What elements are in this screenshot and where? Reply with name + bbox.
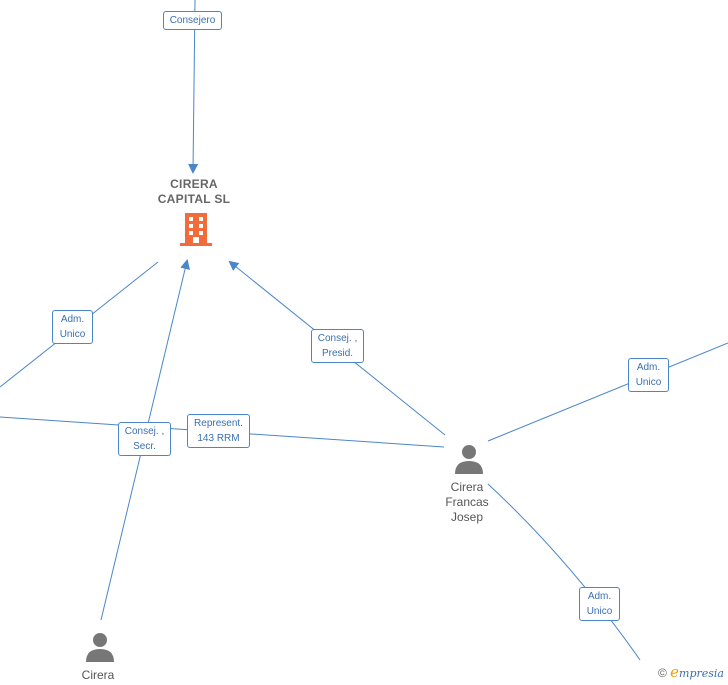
edge-label-represent[interactable]: Represent. 143 RRM	[187, 414, 250, 448]
edge-label-consejero[interactable]: Consejero	[163, 11, 222, 30]
person-name-line1: Cirera	[450, 480, 484, 494]
edge-label-adm-unico-left[interactable]: Adm. Unico	[52, 310, 93, 344]
edge-label-text: Consejero	[169, 15, 216, 26]
edge-adm-unico-bottom	[487, 483, 641, 661]
edge-label-text: Represent.	[194, 418, 243, 429]
edge-label-adm-unico-right[interactable]: Adm. Unico	[628, 358, 669, 392]
brand-e: e	[670, 663, 680, 681]
edge-label-text: Secr.	[133, 441, 156, 452]
edge-label-text: Adm.	[636, 362, 661, 373]
edge-label-text: Unico	[59, 329, 86, 340]
person-name-line1: Cirera	[81, 668, 115, 682]
company-name-line1: CIRERA	[170, 177, 218, 191]
brand-rest: mpresia	[679, 667, 724, 680]
person-name-cirera[interactable]: Cirera	[62, 668, 134, 683]
edge-adm-unico-right	[487, 342, 728, 442]
edge-label-text: Adm.	[587, 591, 612, 602]
edge-label-text: 143 RRM	[197, 433, 240, 444]
edge-label-text: Adm.	[60, 314, 85, 325]
edge-label-text: Consej. ,	[124, 426, 165, 437]
person-icon[interactable]	[85, 632, 115, 662]
edge-label-consej-secr[interactable]: Consej. , Secr.	[118, 422, 171, 456]
edge-label-text: Unico	[635, 377, 662, 388]
person-name-line2: Francas	[445, 495, 489, 509]
edge-label-text: Presid.	[321, 348, 354, 359]
person-name-josep[interactable]: Cirera Francas Josep	[426, 480, 508, 525]
edge-label-consej-presid[interactable]: Consej. , Presid.	[311, 329, 364, 363]
copyright-icon: ©	[657, 666, 667, 680]
company-name-line2: CAPITAL SL	[157, 192, 231, 206]
building-icon[interactable]	[180, 212, 212, 246]
person-name-line3: Josep	[450, 510, 484, 524]
edge-label-adm-unico-bottom[interactable]: Adm. Unico	[579, 587, 620, 621]
company-name[interactable]: CIRERA CAPITAL SL	[143, 177, 245, 207]
empresia-logo: © empresia	[658, 663, 724, 681]
person-icon[interactable]	[454, 444, 484, 474]
edge-label-text: Consej. ,	[317, 333, 358, 344]
edge-label-text: Unico	[586, 606, 613, 617]
